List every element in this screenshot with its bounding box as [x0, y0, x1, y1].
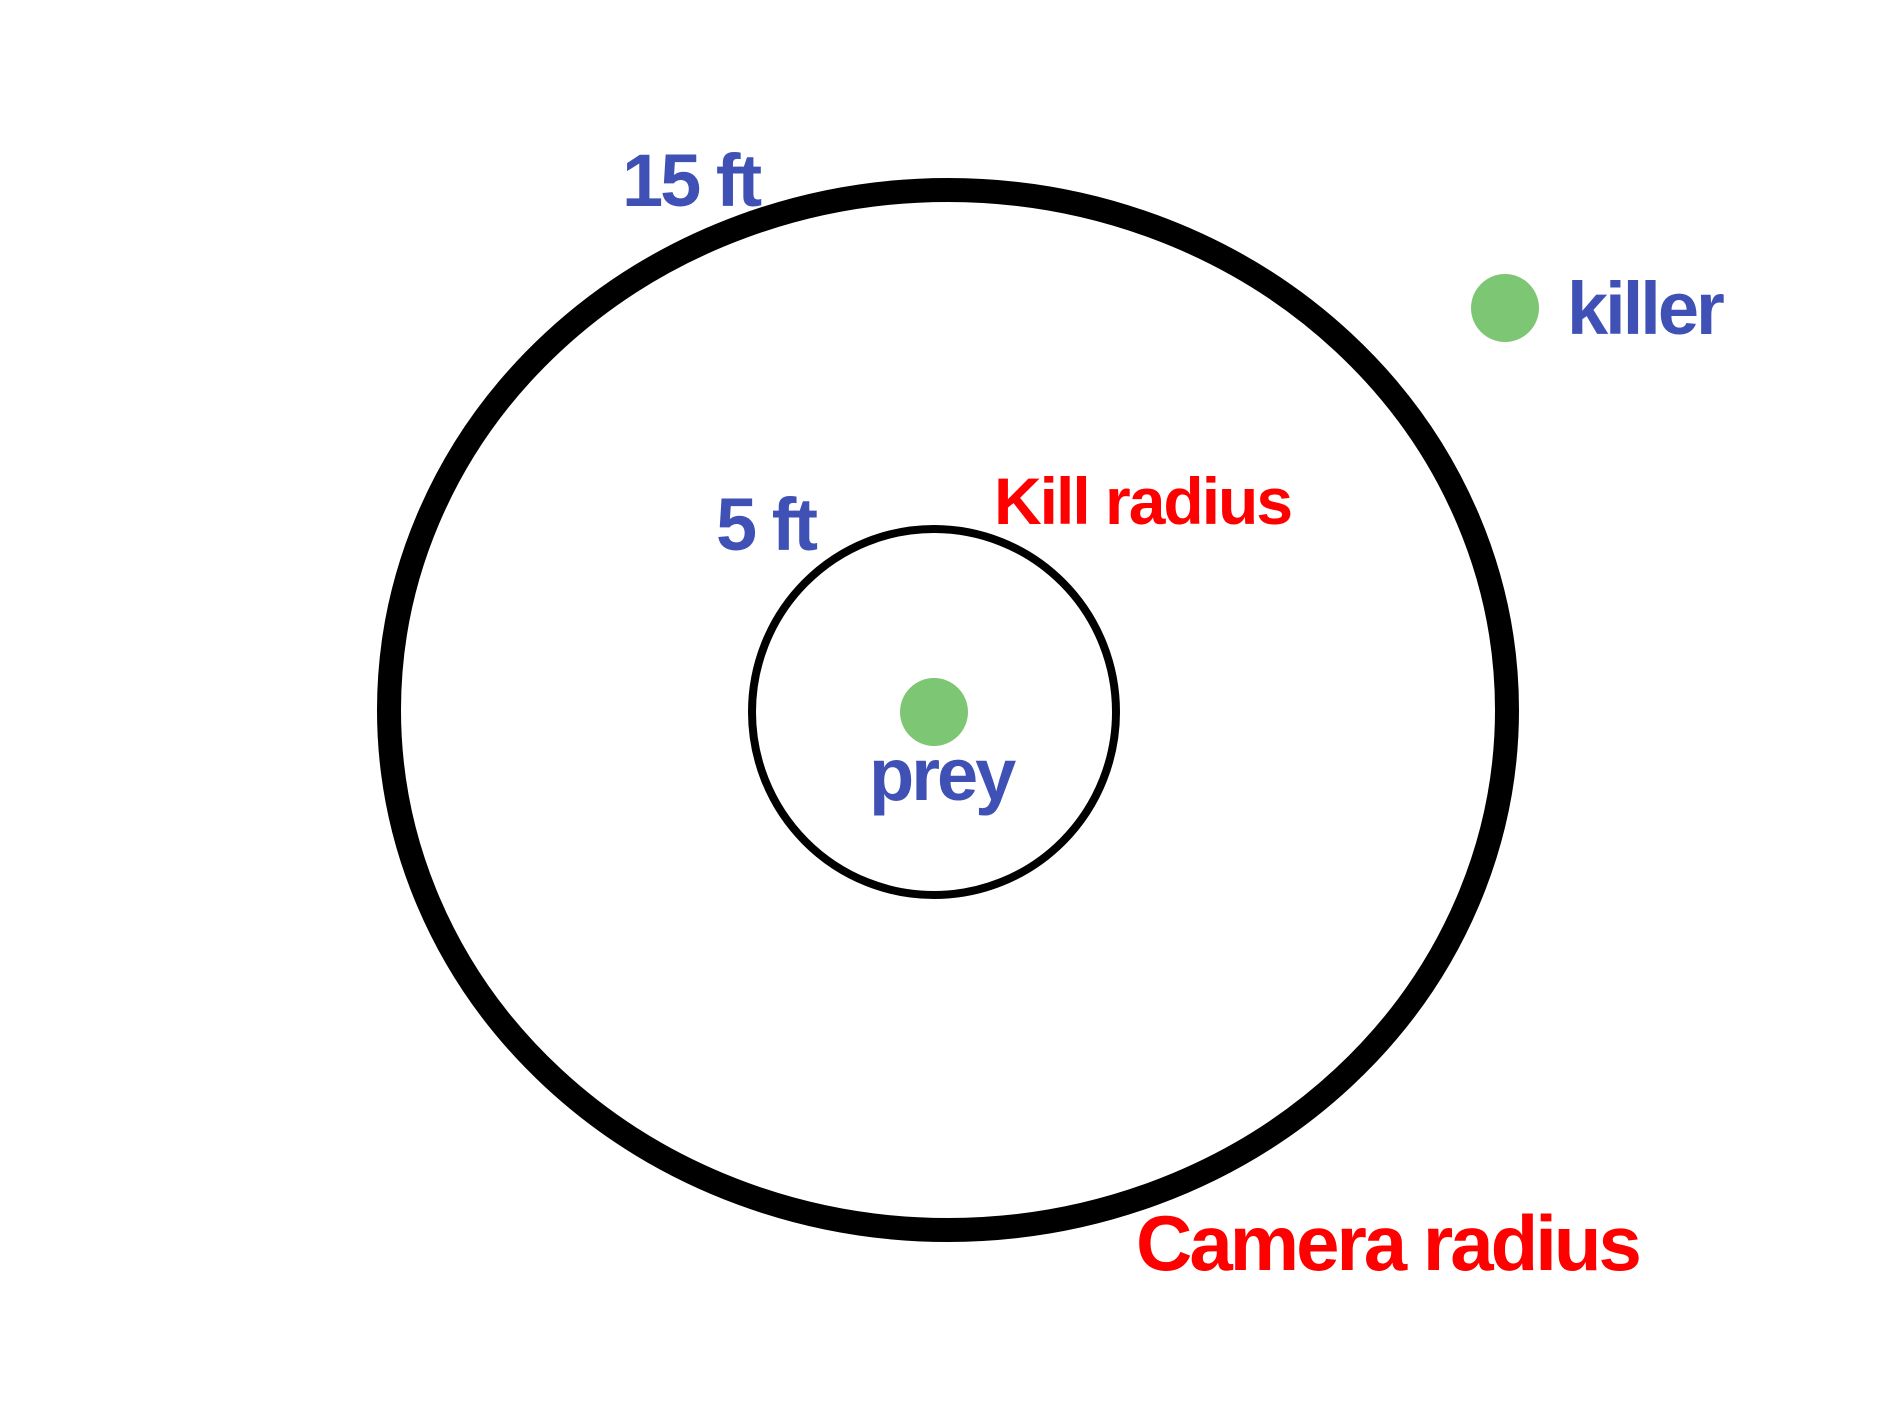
killer-dot	[1471, 274, 1539, 342]
prey-label: prey	[869, 733, 1016, 816]
outer-distance-label: 15 ft	[622, 139, 762, 222]
prey-dot	[900, 678, 968, 746]
camera-radius-circle	[377, 178, 1519, 1242]
kill-radius-label: Kill radius	[994, 464, 1291, 538]
camera-radius-label: Camera radius	[1136, 1199, 1640, 1287]
inner-distance-label: 5 ft	[716, 483, 817, 566]
killer-label: killer	[1567, 267, 1724, 350]
kill-radius-circle	[748, 525, 1120, 899]
